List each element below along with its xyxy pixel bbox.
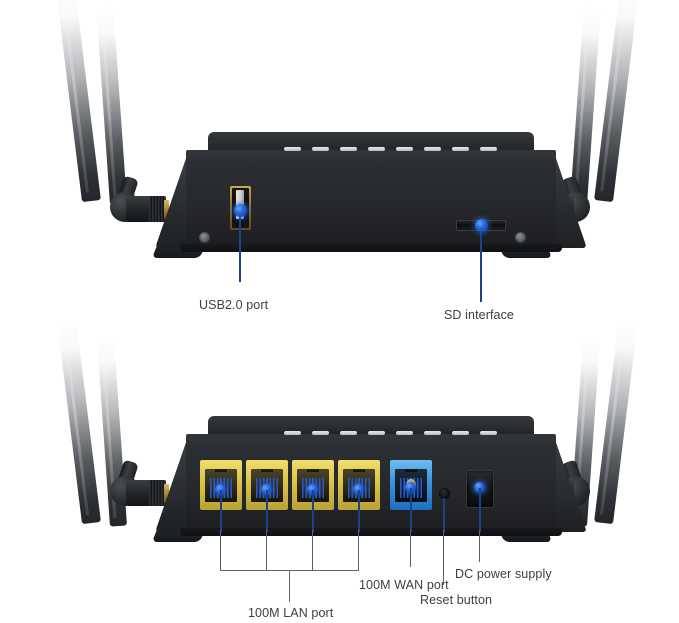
callout-line-reset (443, 498, 445, 532)
label-dc-power-supply: DC power supply (455, 567, 552, 581)
label-wan-port: 100M WAN port (359, 578, 449, 592)
callout-dot-wan (405, 482, 416, 493)
lan-bracket-tick-4 (358, 530, 360, 571)
panel-screw-right (515, 232, 526, 243)
label-usb-port: USB2.0 port (199, 298, 269, 312)
vent-slot (424, 147, 441, 151)
vent-slot (424, 431, 441, 435)
antenna-sheen (600, 0, 627, 193)
callout-line-dc-power (479, 488, 481, 532)
antenna-top-left-front (96, 5, 127, 205)
panel-screw-left (199, 232, 210, 243)
callout-line-wan (410, 488, 412, 532)
callout-line-lan-3 (312, 490, 314, 532)
antenna-sheen (63, 331, 89, 516)
antenna-sheen (599, 331, 626, 515)
label-sd-interface: SD interface (444, 308, 514, 322)
antenna-gold-contact-left (164, 484, 169, 503)
antenna-sheen (574, 18, 591, 196)
lan-bracket-tick-1 (220, 530, 222, 571)
lan-bracket-tick-2 (266, 530, 268, 571)
callout-line-lan-2 (266, 490, 268, 532)
wan-port-notch (404, 469, 418, 473)
vent-slot (340, 147, 357, 151)
lan-bracket-stem (289, 570, 291, 602)
callout-dot-dc-power (474, 482, 485, 493)
antenna-connector-left (126, 196, 152, 222)
vent-slot (368, 431, 385, 435)
reset-button-hole[interactable] (439, 488, 450, 499)
leader-wan (410, 530, 412, 567)
lan-port-notch (214, 469, 228, 473)
callout-line-lan-4 (358, 490, 360, 532)
antenna-knurl-left (149, 196, 166, 222)
label-reset-button: Reset button (420, 593, 493, 607)
lan-bracket-tick-3 (312, 530, 314, 571)
lan-port-4[interactable] (338, 460, 380, 510)
leader-dc-power (479, 530, 481, 562)
antenna-top-left-rear (55, 0, 101, 203)
callout-dot-lan-4 (353, 484, 364, 495)
callout-dot-usb (234, 204, 247, 217)
vent-slot (368, 147, 385, 151)
leader-reset (443, 530, 445, 585)
vent-slot (396, 147, 413, 151)
callout-line-usb (239, 210, 241, 282)
callout-dot-lan-3 (307, 484, 318, 495)
antenna-bottom-right-rear (594, 318, 638, 525)
vent-slot (340, 431, 357, 435)
vent-slot (284, 431, 301, 435)
vent-slot (452, 147, 469, 151)
vent-slot (480, 431, 497, 435)
callout-line-sd (480, 226, 482, 302)
antenna-sheen (101, 18, 117, 197)
callout-dot-lan-2 (261, 484, 272, 495)
antenna-gold-contact-left (164, 200, 169, 219)
antenna-top-right-rear (594, 0, 640, 203)
callout-dot-sd (475, 219, 488, 232)
vent-slot (480, 147, 497, 151)
router-bottom-edge (180, 528, 562, 536)
callout-line-lan-1 (220, 490, 222, 532)
lan-port-notch (306, 469, 320, 473)
vent-slot (396, 431, 413, 435)
router-bottom-edge (180, 244, 562, 252)
antenna-bottom-left-rear (57, 318, 101, 525)
vent-slot (452, 431, 469, 435)
router-top-view (0, 0, 679, 280)
callout-dot-lan-1 (215, 484, 226, 495)
vent-slot (312, 431, 329, 435)
vent-slot (284, 147, 301, 151)
vent-slot (312, 147, 329, 151)
router-bottom-view (0, 300, 679, 560)
lan-port-notch (260, 469, 274, 473)
lan-port-notch (352, 469, 366, 473)
label-lan-port: 100M LAN port (248, 606, 334, 620)
antenna-sheen (62, 0, 89, 194)
antenna-knurl-left (149, 480, 166, 506)
antenna-connector-left (126, 480, 152, 506)
